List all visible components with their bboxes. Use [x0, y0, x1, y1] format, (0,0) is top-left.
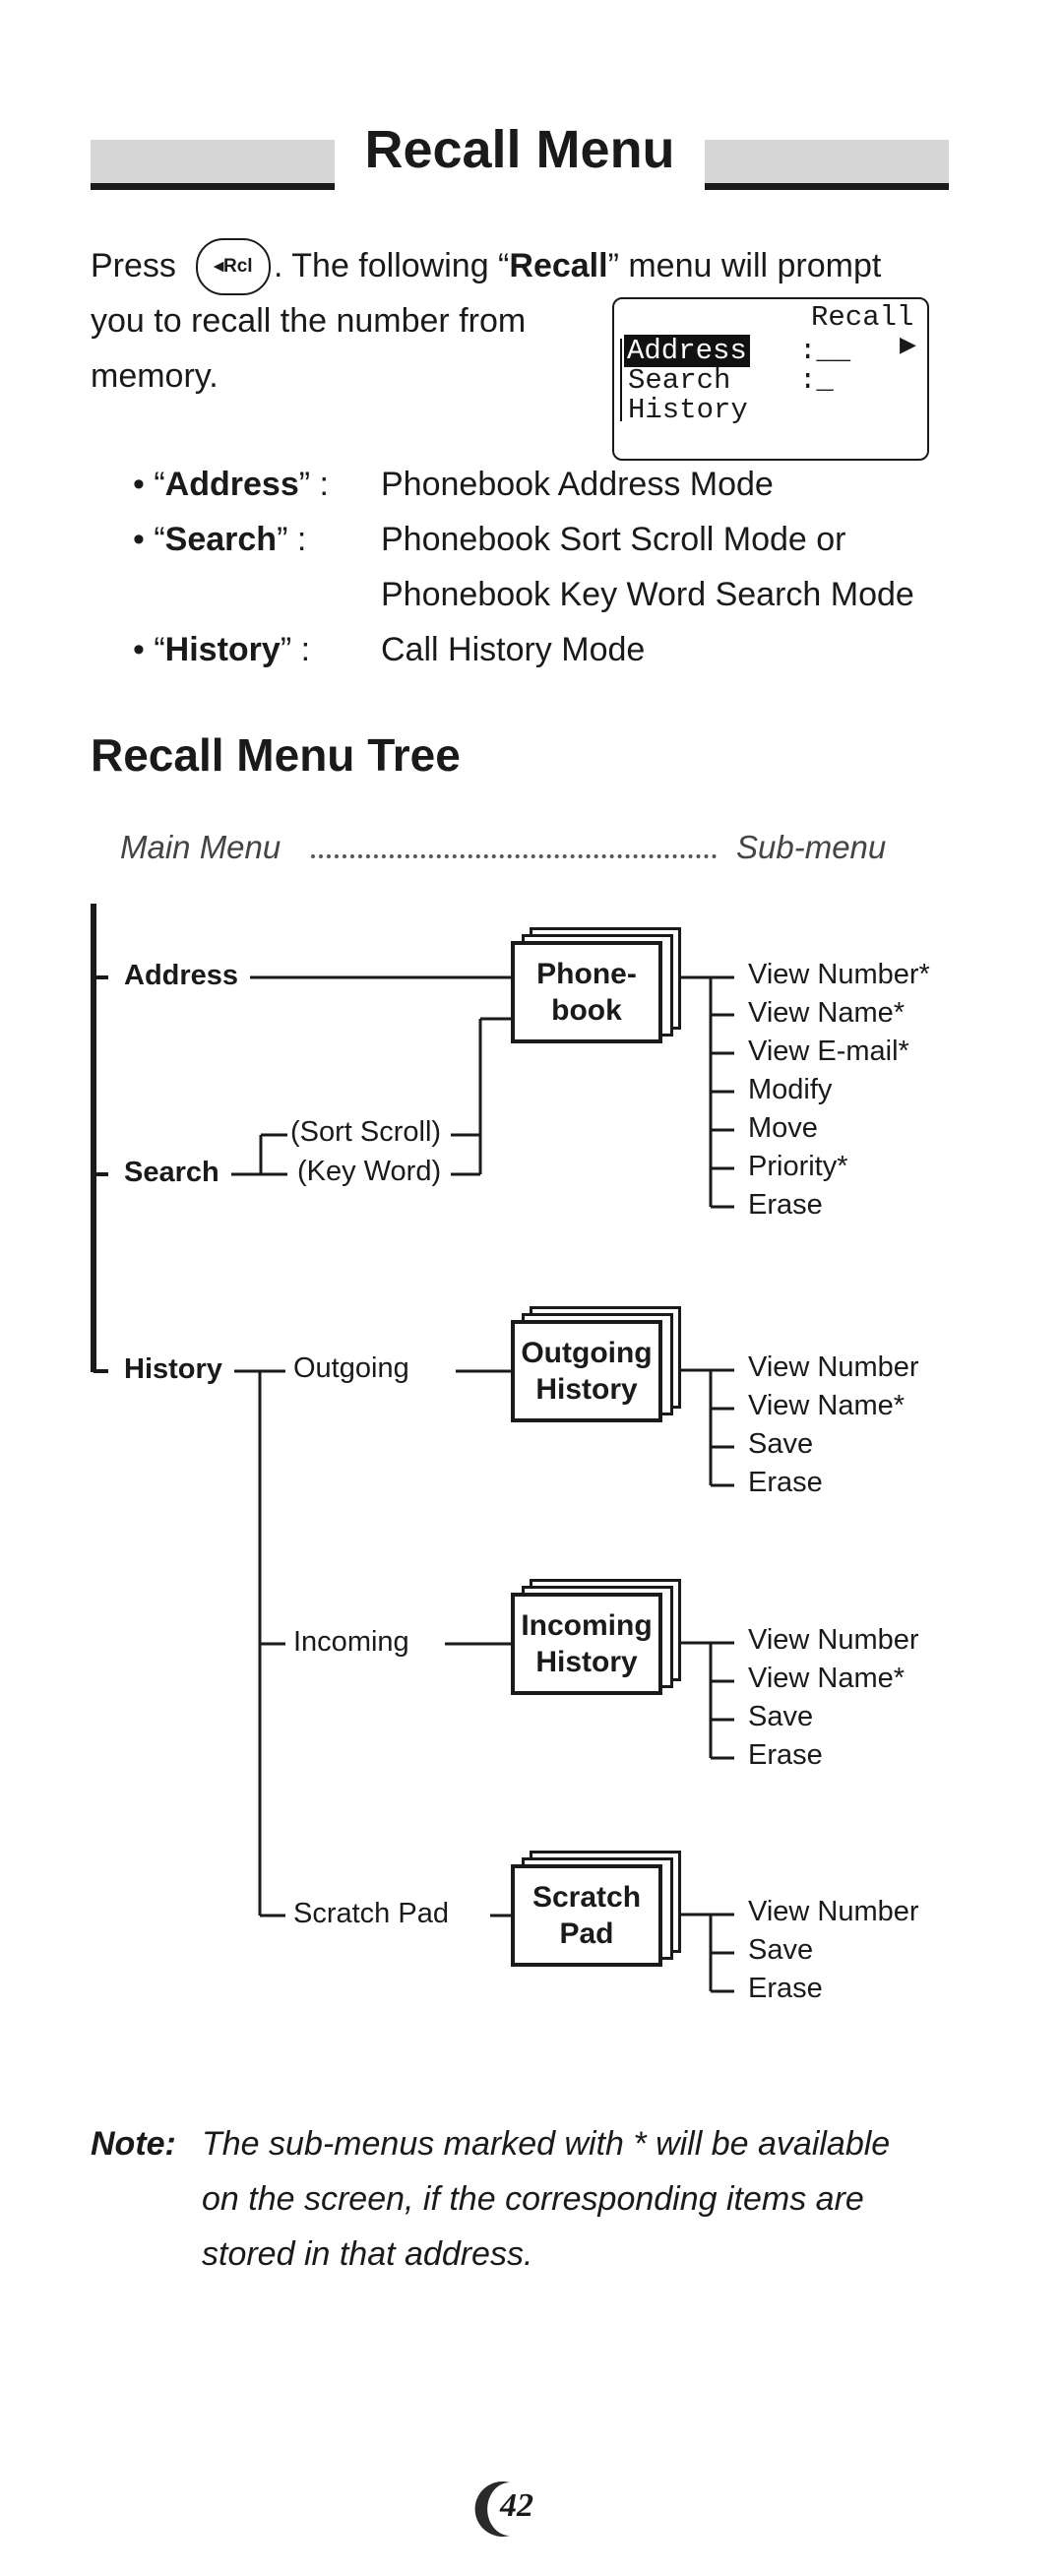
submenu-item: Erase — [748, 1973, 823, 2004]
box-line-1: Incoming — [521, 1609, 653, 1642]
phonebook-box: Phone-book — [511, 941, 662, 1043]
bullet-term: Address — [164, 466, 299, 503]
page-title: Recall Menu — [335, 116, 705, 191]
tree-node-search: Search — [124, 1157, 219, 1188]
submenu-item: View Number — [748, 1896, 919, 1927]
intro-text-a: . The following “ — [274, 247, 510, 284]
submenu-item: View Number — [748, 1351, 919, 1383]
tree-node-key-word: (Key Word) — [297, 1156, 442, 1187]
submenu-item: Save — [748, 1428, 814, 1460]
note-line-3: stored in that address. — [202, 2235, 533, 2273]
intro-text-b: ” menu will prompt — [607, 247, 882, 284]
bullet-desc: Phonebook Address Mode — [381, 466, 774, 503]
bullet-term: Search — [164, 521, 278, 558]
tree-node-sort-scroll: (Sort Scroll) — [290, 1116, 442, 1148]
box-line-1: Scratch — [532, 1881, 642, 1914]
submenu-item: Priority* — [748, 1151, 848, 1182]
submenu-item: View Number — [748, 1624, 919, 1656]
tree-node-scratch-pad: Scratch Pad — [293, 1898, 449, 1929]
intro-line-1: Press — [91, 238, 176, 293]
submenu-item: Save — [748, 1934, 814, 1966]
box-line-1: Outgoing — [521, 1337, 653, 1369]
box-line-1: Phone- — [536, 958, 637, 990]
box-line-2: History — [535, 1646, 638, 1678]
tree-node-outgoing: Outgoing — [293, 1352, 409, 1384]
rcl-key-icon: ◂Rcl — [196, 238, 271, 295]
intro-line-1-rest: . The following “Recall” menu will promp… — [274, 238, 881, 293]
intro-line-3: memory. — [91, 357, 219, 395]
submenu-item: Save — [748, 1701, 814, 1732]
bullet-address: • “Address” : Phonebook Address Mode — [133, 463, 774, 506]
page-crescent-icon — [474, 2482, 510, 2537]
box-line-2: Pad — [559, 1917, 614, 1950]
submenu-item: View Name* — [748, 1390, 906, 1421]
lcd-row-history-label: History — [628, 394, 748, 426]
submenu-item: Erase — [748, 1467, 823, 1498]
outgoing-submenu: View Number View Name* Save Erase — [748, 1349, 919, 1502]
lcd-row-search-label: Search — [628, 364, 731, 397]
page-number: 42 — [500, 2487, 533, 2524]
bullet-open: • “ — [133, 631, 165, 668]
submenu-item: Move — [748, 1112, 818, 1144]
bullet-close: ” : — [298, 466, 329, 503]
intro-line-2: you to recall the number from — [91, 302, 527, 340]
tree-heading: Recall Menu Tree — [91, 729, 461, 781]
bullet-close: ” : — [277, 521, 307, 558]
tree-node-history: History — [124, 1353, 222, 1385]
lcd-row-address-value: :__ — [799, 335, 851, 367]
lcd-screen: Recall Address :__ ▶ Search :_ History — [612, 297, 929, 461]
note-line-1: The sub-menus marked with * will be avai… — [202, 2125, 891, 2163]
bullet-term: History — [164, 631, 281, 668]
lcd-cursor-bar — [620, 339, 622, 421]
lcd-row-search-value: :_ — [799, 364, 834, 397]
lcd-title: Recall — [811, 301, 914, 334]
bullet-open: • “ — [133, 521, 165, 558]
bullet-desc: Call History Mode — [381, 631, 646, 668]
submenu-item: Erase — [748, 1189, 823, 1221]
submenu-item: View Name* — [748, 997, 906, 1029]
bullet-close: ” : — [280, 631, 311, 668]
box-line-2: book — [551, 994, 622, 1027]
bullet-search: • “Search” : Phonebook Sort Scroll Mode … — [133, 518, 845, 561]
sub-menu-label: Sub-menu — [736, 829, 887, 865]
submenu-item: Erase — [748, 1739, 823, 1771]
submenu-item: View Number* — [748, 959, 930, 990]
bullet-desc: Phonebook Key Word Search Mode — [381, 576, 914, 613]
scratch-pad-submenu: View Number Save Erase — [748, 1893, 919, 2008]
bullet-desc: Phonebook Sort Scroll Mode or — [381, 521, 846, 558]
note-label: Note: — [91, 2125, 176, 2163]
bullet-open: • “ — [133, 466, 165, 503]
bullet-history: • “History” : Call History Mode — [133, 628, 645, 671]
submenu-item: Modify — [748, 1074, 833, 1105]
submenu-item: View E-mail* — [748, 1036, 909, 1067]
incoming-submenu: View Number View Name* Save Erase — [748, 1621, 919, 1775]
submenu-item: View Name* — [748, 1663, 906, 1694]
main-menu-label: Main Menu — [120, 829, 281, 865]
lcd-row-address-label: Address — [624, 335, 750, 367]
tree-node-address: Address — [124, 960, 239, 991]
intro-recall-word: Recall — [509, 247, 608, 284]
lcd-arrow-icon: ▶ — [900, 333, 916, 357]
intro-press: Press — [91, 247, 176, 284]
note-line-2: on the screen, if the corresponding item… — [202, 2180, 864, 2218]
tree-node-incoming: Incoming — [293, 1626, 409, 1658]
phonebook-submenu: View Number* View Name* View E-mail* Mod… — [748, 956, 930, 1225]
dotted-leader — [311, 854, 717, 858]
box-line-2: History — [535, 1373, 638, 1406]
